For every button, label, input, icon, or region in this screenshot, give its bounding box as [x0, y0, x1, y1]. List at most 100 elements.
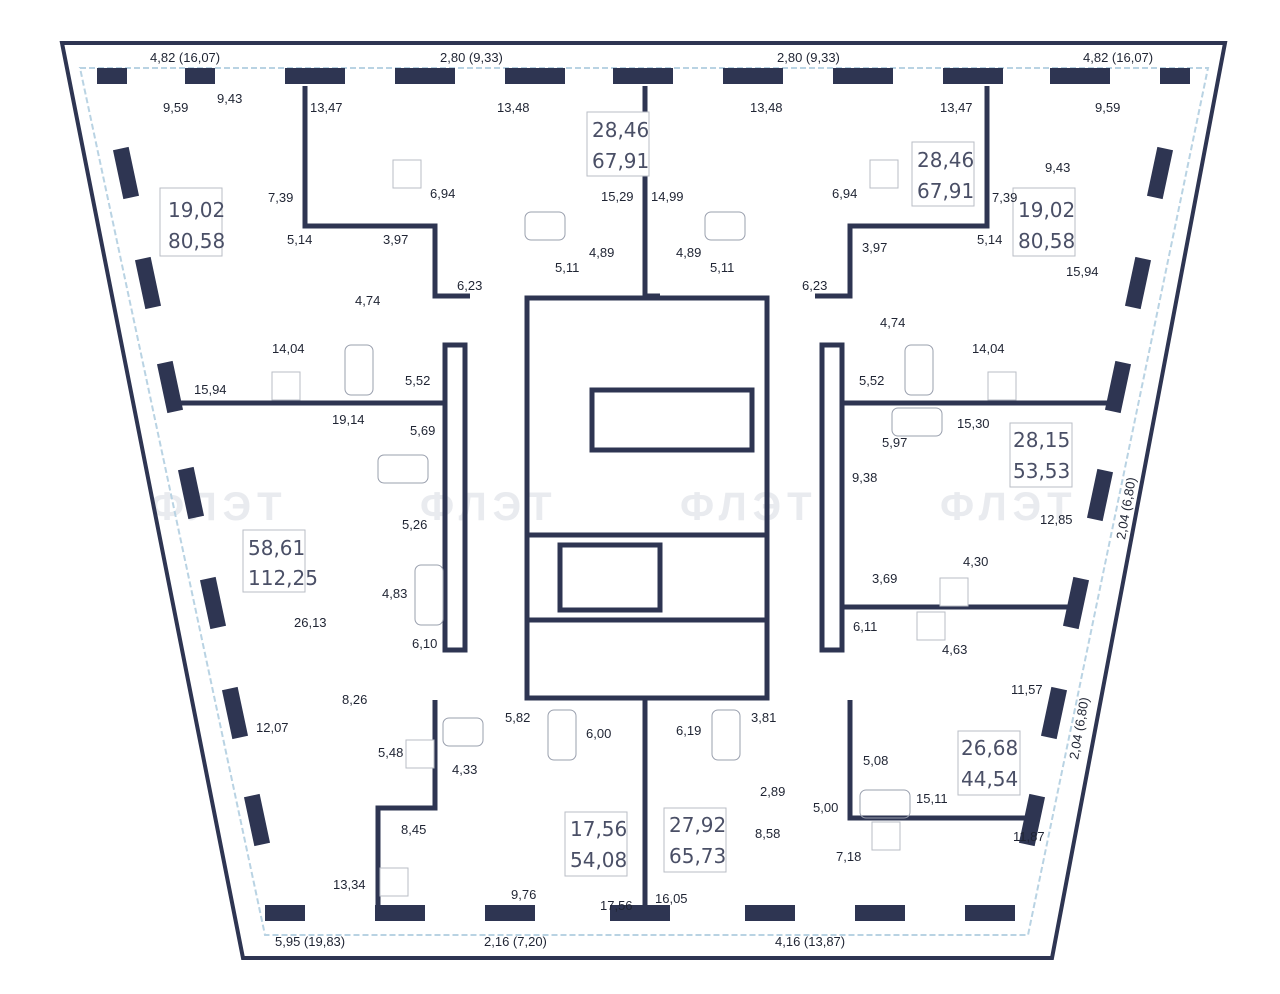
apt-living-area: 19,02: [168, 198, 225, 222]
room-area: 6,10: [412, 636, 437, 651]
room-area: 2,89: [760, 784, 785, 799]
room-area: 3,69: [872, 571, 897, 586]
facade-column: [1050, 68, 1110, 84]
facade-column: [1146, 146, 1174, 200]
room-area: 5,11: [555, 260, 579, 275]
room-area: 5,08: [863, 753, 888, 768]
room-area: 4,33: [452, 762, 477, 777]
room-area: 19,14: [332, 412, 365, 427]
room-area: 13,48: [750, 100, 783, 115]
bathtub-icon: [442, 717, 484, 747]
facade-column: [943, 68, 1003, 84]
elevator-shaft: [557, 542, 663, 613]
watermark-text-4: ФЛЭТ: [940, 485, 1078, 529]
facade-column: [1062, 576, 1090, 630]
apt-living-area: 28,46: [917, 148, 974, 172]
apt-box: [242, 529, 306, 593]
room-area: 12,85: [1040, 512, 1073, 527]
facade-column: [1160, 68, 1190, 84]
facade-column: [745, 905, 795, 921]
room-area: 5,82: [505, 710, 530, 725]
room-area: 5,48: [378, 745, 403, 760]
apt-box: [1012, 187, 1076, 257]
stove-icon: [405, 739, 435, 769]
apt-living-area: 17,56: [570, 817, 627, 841]
room-area: 5,69: [410, 423, 435, 438]
room-area: 4,74: [355, 293, 380, 308]
walls: [180, 86, 1108, 915]
room-area: 9,43: [1045, 160, 1070, 175]
stove-icon: [379, 867, 409, 897]
stove-icon: [987, 371, 1017, 401]
bathtub-icon: [524, 211, 566, 241]
apt-living-area: 28,15: [1013, 428, 1070, 452]
stove-icon: [916, 611, 946, 641]
dim-top-2: 2,80 (9,33): [440, 50, 503, 65]
facade-column: [156, 360, 184, 414]
room-area: 13,48: [497, 100, 530, 115]
bathtub-icon: [414, 564, 444, 626]
facade-column: [177, 466, 205, 520]
room-areas: 9,59 9,43 13,47 13,48 13,48 13,47 9,59 9…: [163, 91, 1120, 913]
room-area: 15,94: [1066, 264, 1099, 279]
facade-column: [723, 68, 783, 84]
facade-column: [613, 68, 673, 84]
stove-icon: [392, 159, 422, 189]
room-area: 15,29: [601, 189, 634, 204]
room-area: 5,14: [287, 232, 312, 247]
apt-total-area: 53,53: [1013, 459, 1070, 483]
room-area: 6,23: [802, 278, 827, 293]
dim-bottom-1: 5,95 (19,83): [275, 934, 345, 949]
wall: [847, 700, 1030, 821]
room-area: 6,19: [676, 723, 701, 738]
facade-column: [1086, 468, 1114, 522]
apt-box: [663, 807, 727, 873]
stove-icon: [869, 159, 899, 189]
apt-box: [1009, 422, 1073, 488]
elevator-shaft: [589, 387, 755, 453]
room-area: 6,94: [430, 186, 455, 201]
bathtub-icon: [711, 709, 741, 761]
bathtub-icon: [859, 789, 911, 819]
room-area: 6,23: [457, 278, 482, 293]
room-area: 8,26: [342, 692, 367, 707]
apt-total-area: 67,91: [592, 149, 649, 173]
facade-column: [505, 68, 565, 84]
apt-total-area: 54,08: [570, 848, 627, 872]
shaft-wall: [819, 342, 845, 653]
apt-box: [957, 730, 1021, 796]
room-area: 9,38: [852, 470, 877, 485]
bathtub-icon: [344, 344, 374, 396]
room-area: 6,00: [586, 726, 611, 741]
wall: [375, 700, 438, 915]
apt-box: [586, 111, 650, 177]
room-area: 12,07: [256, 720, 289, 735]
room-area: 9,43: [217, 91, 242, 106]
room-area: 15,94: [194, 382, 227, 397]
watermark-text-2: ФЛЭТ: [420, 485, 558, 529]
dim-bottom-3: 4,16 (13,87): [775, 934, 845, 949]
apartment-labels: 19,02 80,58 28,46 67,91 28,46 67,91 19,0…: [159, 111, 1076, 877]
watermark: ФЛЭТ ФЛЭТ ФЛЭТ ФЛЭТ: [150, 485, 1078, 529]
room-area: 3,97: [383, 232, 408, 247]
room-area: 5,11: [710, 260, 734, 275]
room-area: 13,34: [333, 877, 366, 892]
bathtub-icon: [377, 454, 429, 484]
bathtub-icon: [547, 709, 577, 761]
apt-total-area: 80,58: [168, 229, 225, 253]
dim-top-4: 4,82 (16,07): [1083, 50, 1153, 65]
room-area: 14,04: [272, 341, 305, 356]
room-area: 26,13: [294, 615, 327, 630]
facade-column: [97, 68, 127, 84]
facade-column: [375, 905, 425, 921]
room-area: 13,47: [940, 100, 973, 115]
bathtub-icon: [704, 211, 746, 241]
room-area: 5,26: [402, 517, 427, 532]
dim-top-1: 4,82 (16,07): [150, 50, 220, 65]
room-area: 3,81: [751, 710, 776, 725]
room-area: 15,11: [916, 791, 948, 806]
bathtub-icon: [904, 344, 934, 396]
facade-column: [485, 905, 535, 921]
room-area: 15,30: [957, 416, 990, 431]
